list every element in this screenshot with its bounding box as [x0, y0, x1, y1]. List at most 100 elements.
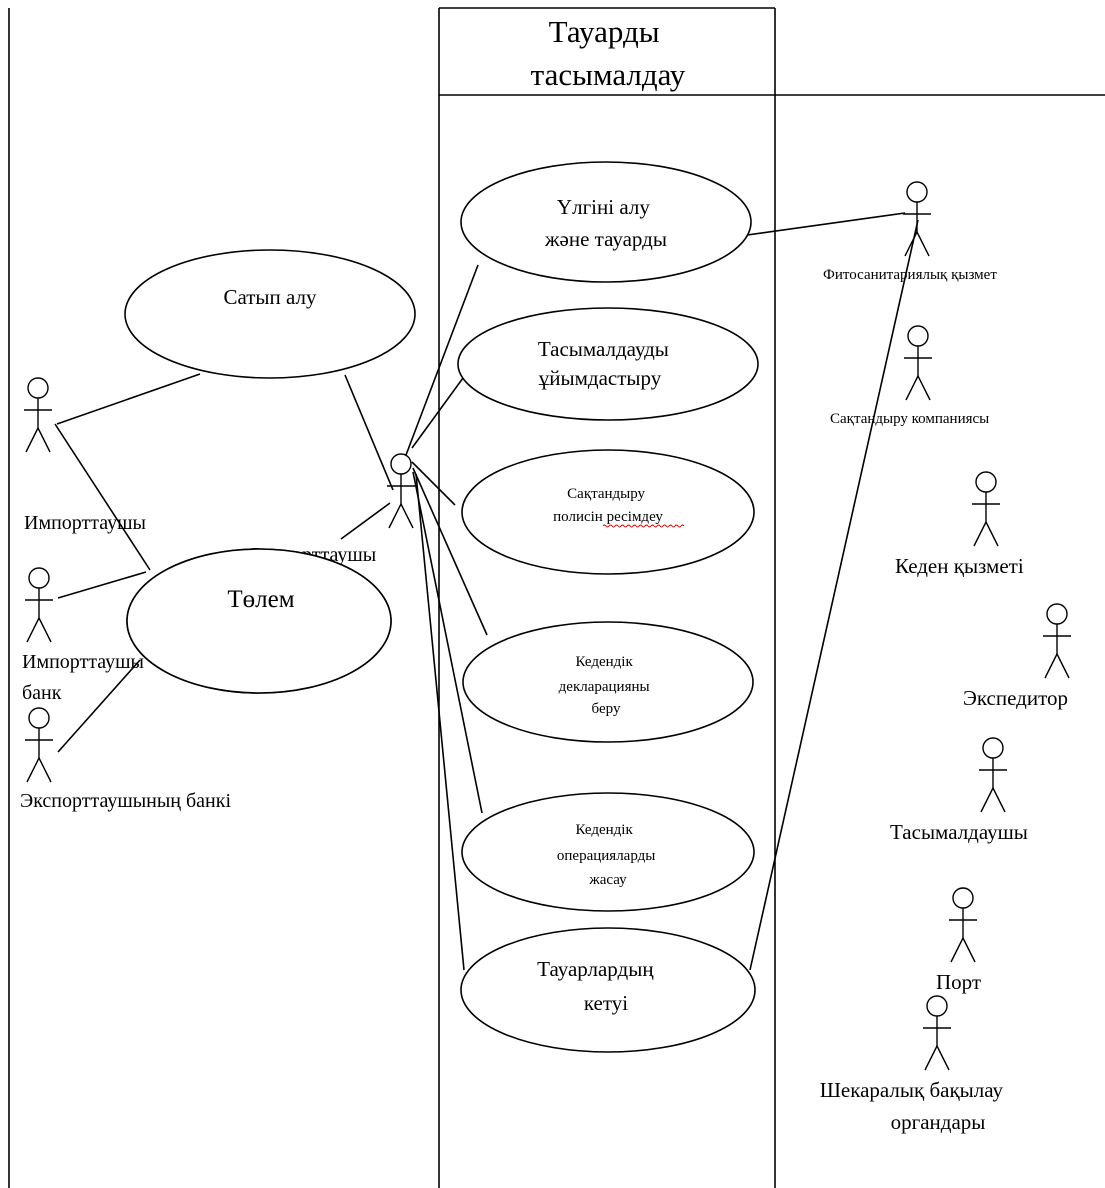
stick-figure-icon: [972, 471, 1000, 547]
assoc-exporter-sampling: [405, 264, 479, 456]
stick-figure-icon: [387, 453, 415, 529]
actor-border-label: Шекаралық бақылау органдары: [820, 1078, 1009, 1134]
use-case-insurance-shape: [461, 449, 755, 575]
stick-figure-icon: [923, 995, 951, 1071]
assoc-exporterbank-payment: [57, 659, 141, 753]
use-case-customs-ops-line-1: Кедендік: [575, 822, 633, 838]
use-case-insurance-line-2: полисін ресімдеу: [553, 509, 663, 525]
actor-customs-line-1: Кеден қызметі: [895, 554, 1024, 578]
use-case-customs-ops-line-2: операцияларды: [557, 848, 655, 864]
actor-exporter-bank-line-1: Экспорттаушының банкі: [20, 790, 231, 812]
use-case-departure: Тауарлардың кетуі: [460, 927, 756, 1053]
use-case-customs-ops-shape: [461, 792, 755, 912]
use-case-customs-decl: Кедендік декларацияны беру: [462, 621, 754, 743]
use-case-transport-org-line-1: Тасымалдауды: [538, 337, 669, 361]
actor-insurer: [904, 325, 932, 401]
actor-exporter-bank: [25, 707, 53, 783]
exporter-stray-line: [340, 502, 391, 540]
actor-importer-line-1: Импорттаушы: [24, 512, 146, 534]
stick-figure-icon: [903, 181, 931, 257]
use-case-departure-shape: [460, 927, 756, 1053]
actor-carrier-line-1: Тасымалдаушы: [890, 820, 1028, 844]
use-case-sampling-line-1: Үлгіні алу: [557, 195, 650, 219]
use-case-customs-ops-label: Кедендік операцияларды жасау: [557, 822, 659, 888]
stick-figure-icon: [25, 567, 53, 643]
actor-importer-bank-line-1: Импорттаушы: [22, 651, 144, 673]
actor-port-line-1: Порт: [936, 970, 981, 994]
actor-phyto: [903, 181, 931, 257]
actor-insurer-label: Сақтандыру компаниясы: [830, 411, 989, 427]
actor-carrier-label: Тасымалдаушы: [890, 820, 1028, 844]
use-case-transport-org-shape: [457, 307, 759, 421]
use-case-departure-line-2: кетуі: [584, 991, 628, 1015]
assoc-sampling-phyto: [739, 212, 906, 237]
associations: [54, 212, 919, 971]
use-case-customs-decl-line-1: Кедендік: [575, 654, 633, 670]
use-case-customs-decl-label: Кедендік декларацияны беру: [559, 654, 654, 717]
assoc-importerbank-payment: [57, 571, 147, 599]
actor-importer-bank-label: Импорттаушы банк: [22, 651, 149, 704]
use-case-insurance: Сақтандыру полисін ресімдеу: [461, 449, 755, 575]
actor-border: [923, 995, 951, 1071]
use-case-purchase: Сатып алу: [124, 249, 416, 379]
actor-border-line-1: Шекаралық бақылау: [820, 1078, 1004, 1102]
use-case-insurance-line-1: Сақтандыру: [567, 486, 645, 502]
actor-exporter-bank-label: Экспорттаушының банкі: [20, 790, 231, 812]
use-case-departure-line-1: Тауарлардың: [537, 957, 654, 981]
use-case-purchase-label: Сатып алу: [223, 285, 317, 309]
use-case-payment-overlay: [126, 548, 392, 694]
header-title-line-2: тасымалдау: [531, 57, 686, 92]
actors: Импорттаушы Экспорттаушының банкі: [20, 181, 1071, 1134]
use-case-departure-label: Тауарлардың кетуі: [537, 957, 659, 1015]
stick-figure-icon: [1043, 603, 1071, 679]
header-title: Тауарды тасымалдау: [531, 14, 686, 92]
assoc-exporter-customsdecl: [412, 467, 488, 636]
actor-forwarder-line-1: Экспедитор: [963, 686, 1068, 710]
use-case-customs-decl-line-3: беру: [592, 701, 621, 717]
assoc-importer-payment: [54, 423, 151, 571]
actor-importer: [24, 377, 52, 453]
use-case-customs-decl-shape: [462, 621, 754, 743]
use-case-transport-org-line-2: ұйымдастыру: [539, 366, 662, 390]
use-case-purchase-line-1: Сатып алу: [223, 285, 317, 309]
assoc-exporter-purchase: [344, 374, 394, 491]
actor-importer-bank-line-2: банк: [22, 682, 62, 704]
header-title-line-1: Тауарды: [549, 14, 660, 49]
actor-carrier: [979, 737, 1007, 813]
stick-figure-icon: [979, 737, 1007, 813]
stick-figure-icon: [24, 377, 52, 453]
actor-importer-bank: [25, 567, 53, 643]
actor-phyto-line-1: Фитосанитариялық қызмет: [823, 267, 997, 283]
stick-figure-icon: [949, 887, 977, 963]
assoc-exporter-transport: [411, 377, 464, 449]
assoc-departure-phyto: [749, 219, 919, 971]
stick-figure-icon: [25, 707, 53, 783]
use-case-sampling-shape: [460, 161, 752, 283]
use-case-customs-ops: Кедендік операцияларды жасау: [461, 792, 755, 912]
use-case-transport-org: Тасымалдауды ұйымдастыру: [457, 307, 759, 421]
use-case-payment-overlay-label: Төлем: [227, 586, 294, 613]
actor-port: [949, 887, 977, 963]
use-case-insurance-label: Сақтандыру полисін ресімдеу: [553, 486, 663, 525]
actor-customs-label: Кеден қызметі: [895, 554, 1024, 578]
actor-exporter: [387, 453, 415, 529]
use-case-sampling-line-2: және тауарды: [544, 227, 667, 251]
actor-insurer-line-1: Сақтандыру компаниясы: [830, 411, 989, 427]
swimlanes: [8, 7, 1105, 1188]
use-case-sampling-label: Үлгіні алу және тауарды: [544, 195, 667, 251]
stick-figure-icon: [904, 325, 932, 401]
actor-importer-label: Импорттаушы: [24, 512, 146, 534]
use-case-sampling: Үлгіні алу және тауарды: [460, 161, 752, 283]
use-case-transport-org-label: Тасымалдауды ұйымдастыру: [538, 337, 674, 390]
use-case-purchase-shape: [124, 249, 416, 379]
use-case-customs-ops-line-3: жасау: [588, 872, 627, 888]
assoc-exporter-customsops: [412, 471, 483, 814]
assoc-importer-purchase: [56, 373, 201, 425]
actor-customs: [972, 471, 1000, 547]
use-case-customs-decl-line-2: декларацияны: [559, 679, 650, 695]
assoc-exporter-insurance: [411, 461, 456, 506]
actor-forwarder: [1043, 603, 1071, 679]
actor-forwarder-label: Экспедитор: [963, 686, 1068, 710]
assoc-exporter-departure: [415, 473, 465, 971]
